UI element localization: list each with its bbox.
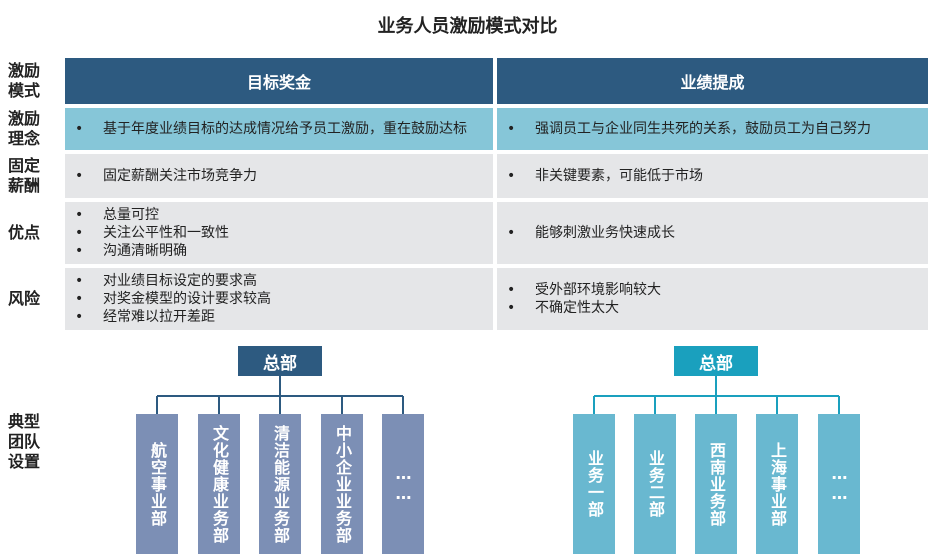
bullet-text: 受外部环境影响较大 <box>535 282 661 298</box>
bullet-dot: • <box>75 121 84 137</box>
cell-concept-right: • 强调员工与企业同生共死的关系，鼓励员工为自己努力 <box>497 108 928 150</box>
org-left-root: 总部 <box>238 346 322 376</box>
org-left-child-5: …… <box>382 414 424 554</box>
bullet-text: 能够刺激业务快速成长 <box>535 225 675 241</box>
org-right-child-4: 上海事业部 <box>756 414 798 554</box>
org-left-child-2: 文化健康业务部 <box>198 414 240 554</box>
row-label-pros: 优点 <box>8 223 41 242</box>
bullet-item: • 经常难以拉开差距 <box>75 308 483 326</box>
org-left-child-3: 清洁能源业务部 <box>259 414 301 554</box>
bullet-item: • 非关键要素，可能低于市场 <box>507 167 918 185</box>
org-left-child-1: 航空事业部 <box>136 414 178 554</box>
page-title: 业务人员激励模式对比 <box>377 16 558 37</box>
bullet-dot: • <box>75 309 84 325</box>
org-left-child-4: 中小企业业务部 <box>321 414 363 554</box>
bullet-text: 非关键要素，可能低于市场 <box>535 168 703 184</box>
cell-salary-left: • 固定薪酬关注市场竞争力 <box>65 154 493 198</box>
bullet-dot: • <box>507 168 516 184</box>
bullet-text: 经常难以拉开差距 <box>103 309 215 325</box>
cell-concept-left: • 基于年度业绩目标的达成情况给予员工激励，重在鼓励达标 <box>65 108 493 150</box>
cell-risk-left: • 对业绩目标设定的要求高 • 对奖金模型的设计要求较高 • 经常难以拉开差距 <box>65 268 493 330</box>
row-label-risk: 风险 <box>8 289 41 308</box>
bullet-text: 对业绩目标设定的要求高 <box>103 273 257 289</box>
bullet-item: • 关注公平性和一致性 <box>75 224 483 242</box>
bullet-text: 沟通清晰明确 <box>103 243 187 259</box>
bullet-dot: • <box>75 243 84 259</box>
bullet-item: • 受外部环境影响较大 <box>507 281 918 299</box>
bullet-text: 基于年度业绩目标的达成情况给予员工激励，重在鼓励达标 <box>103 121 467 137</box>
cell-risk-right: • 受外部环境影响较大 • 不确定性太大 <box>497 268 928 330</box>
bullet-dot: • <box>507 282 516 298</box>
bullet-text: 强调员工与企业同生共死的关系，鼓励员工为自己努力 <box>535 121 871 137</box>
bullet-dot: • <box>507 121 516 137</box>
bullet-item: • 强调员工与企业同生共死的关系，鼓励员工为自己努力 <box>507 120 918 138</box>
org-right-root: 总部 <box>674 346 758 376</box>
row-label-team: 典型团队设置 <box>8 412 41 471</box>
bullet-dot: • <box>75 207 84 223</box>
bullet-dot: • <box>75 273 84 289</box>
org-right-child-1: 业务一部 <box>573 414 615 554</box>
header-commission: 业绩提成 <box>497 58 928 104</box>
bullet-dot: • <box>507 300 516 316</box>
bullet-item: • 沟通清晰明确 <box>75 242 483 260</box>
bullet-text: 固定薪酬关注市场竞争力 <box>103 168 257 184</box>
cell-salary-right: • 非关键要素，可能低于市场 <box>497 154 928 198</box>
bullet-dot: • <box>507 225 516 241</box>
bullet-item: • 总量可控 <box>75 206 483 224</box>
row-label-concept: 激励理念 <box>8 109 41 148</box>
bullet-text: 对奖金模型的设计要求较高 <box>103 291 271 307</box>
row-label-mode: 激励模式 <box>8 61 41 100</box>
cell-pros-left: • 总量可控 • 关注公平性和一致性 • 沟通清晰明确 <box>65 202 493 264</box>
bullet-item: • 不确定性太大 <box>507 299 918 317</box>
org-right-child-3: 西南业务部 <box>695 414 737 554</box>
bullet-item: • 对业绩目标设定的要求高 <box>75 272 483 290</box>
bullet-text: 不确定性太大 <box>535 300 619 316</box>
bullet-item: • 基于年度业绩目标的达成情况给予员工激励，重在鼓励达标 <box>75 120 483 138</box>
org-right-child-2: 业务二部 <box>634 414 676 554</box>
header-target-bonus: 目标奖金 <box>65 58 493 104</box>
bullet-dot: • <box>75 225 84 241</box>
bullet-item: • 能够刺激业务快速成长 <box>507 224 918 242</box>
org-right-child-5: …… <box>818 414 860 554</box>
bullet-text: 总量可控 <box>103 207 159 223</box>
bullet-text: 关注公平性和一致性 <box>103 225 229 241</box>
bullet-item: • 对奖金模型的设计要求较高 <box>75 290 483 308</box>
cell-pros-right: • 能够刺激业务快速成长 <box>497 202 928 264</box>
bullet-dot: • <box>75 168 84 184</box>
bullet-item: • 固定薪酬关注市场竞争力 <box>75 167 483 185</box>
row-label-salary: 固定薪酬 <box>8 156 41 195</box>
bullet-dot: • <box>75 291 84 307</box>
